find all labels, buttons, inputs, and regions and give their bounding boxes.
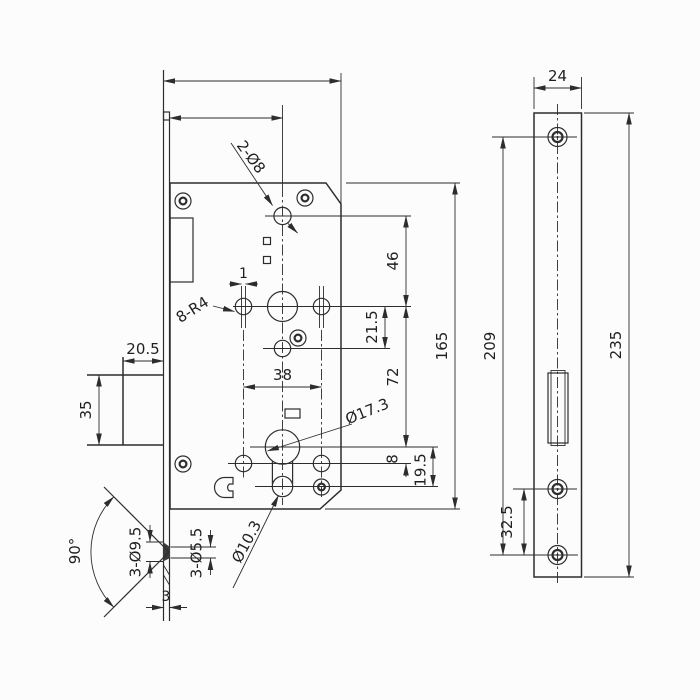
leader-cylinder-bore [267,423,353,452]
centerlines [228,105,438,505]
lock-case-outline [169,182,342,510]
front-view-dimensions [490,77,634,578]
retainer-clip [213,476,234,499]
leader-hub-holes-tail [287,222,298,234]
dim-label-hub-to-spindle: 46 [384,251,402,270]
leader-corner-radius [212,305,235,312]
dim-label-case-height: 165 [433,332,451,361]
dim-label-spindle-to-cylinder: 72 [384,367,402,386]
dimension-lines [96,73,460,611]
dim-label-faceplate-thickness: 3 [162,589,171,605]
dim-label-spindle-spacing: 38 [273,366,292,384]
dim-label-countersink-outer: 3-Ø9.5 [127,527,145,578]
square-hole-upper [262,236,272,246]
hatch-line [163,574,170,586]
screw-post [296,189,314,207]
screw-post [174,192,192,210]
latch-slot [547,370,569,446]
dimension-labels: 2-Ø8 8-R4 1 46 21.5 165 38 72 20.5 35 Ø1… [66,67,625,605]
screw-post [174,455,192,473]
leader-hub-holes [230,142,273,206]
rect-hole [284,408,301,419]
square-hole-lower [262,255,272,265]
front-view [490,77,634,586]
dim-label-screw-hole-span: 209 [481,332,499,361]
hatch-line [163,564,170,576]
faceplate-side-view [162,70,171,621]
screw-post [289,329,307,347]
dim-label-countersink-angle: 90° [66,538,84,565]
dim-label-cylinder-bore: Ø17.3 [343,395,392,429]
dim-label-faceplate-width: 24 [548,67,567,85]
dim-label-corner-radius: 8-R4 [173,293,212,327]
angle-arc [90,496,115,608]
screw-posts [174,189,331,496]
countersink-angle [90,486,170,618]
dim-label-latch-height: 35 [77,400,95,419]
dim-label-cylinder-to-lower: 19.5 [412,453,430,486]
case-left-cutout [169,217,194,283]
dim-label-latch-projection: 20.5 [126,340,159,358]
faceplate-top-end [162,111,171,121]
leader-lower-bore [232,495,279,589]
dim-label-hub-holes: 2-Ø8 [233,137,269,177]
dim-label-lower-bore: Ø10.3 [228,517,265,565]
dim-label-spindle-to-stop: 21.5 [363,310,381,343]
dim-label-spindle-offset: 1 [239,266,248,282]
dim-label-faceplate-length: 235 [607,331,625,360]
dim-label-lower-screw-span: 32.5 [498,505,516,538]
latch-bolt [87,357,164,446]
dim-label-cylinder-to-side: 8 [384,454,402,464]
dim-label-countersink-inner: 3-Ø5.5 [188,528,206,579]
